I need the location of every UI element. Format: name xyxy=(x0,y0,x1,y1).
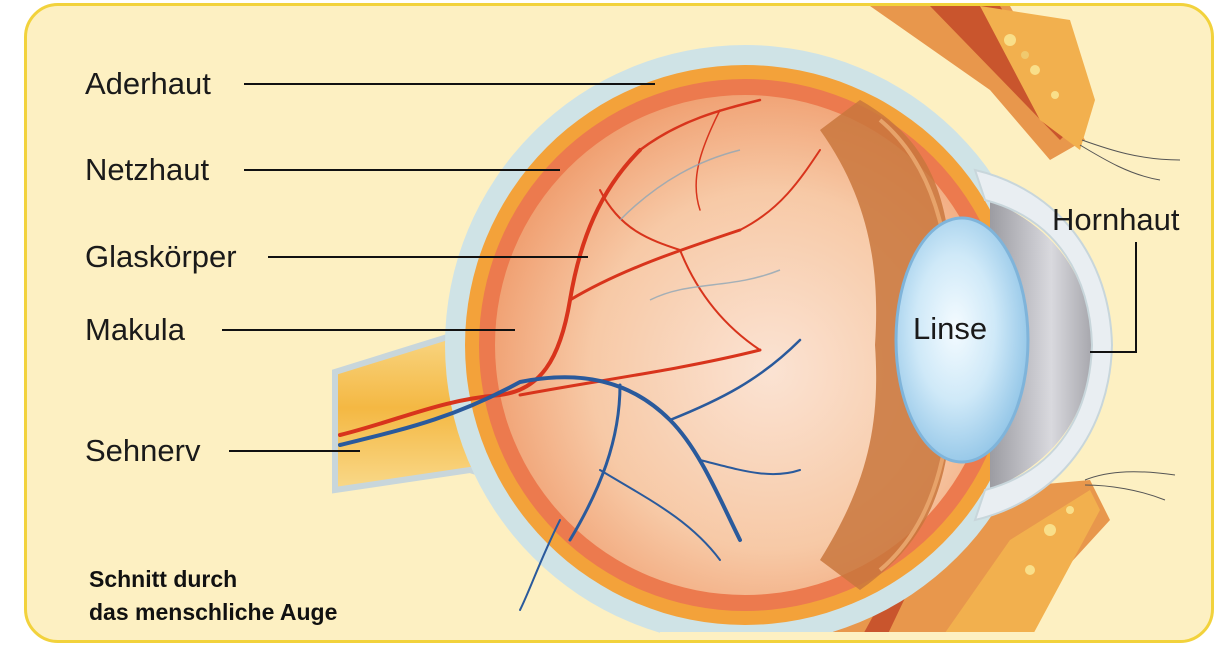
label-makula: Makula xyxy=(85,314,185,345)
caption-line-2: das menschliche Auge xyxy=(89,596,337,629)
diagram-caption: Schnitt durch das menschliche Auge xyxy=(89,563,337,629)
label-aderhaut: Aderhaut xyxy=(85,68,211,99)
label-hornhaut: Hornhaut xyxy=(1052,204,1180,235)
caption-line-1: Schnitt durch xyxy=(89,563,337,596)
label-netzhaut: Netzhaut xyxy=(85,154,209,185)
label-linse: Linse xyxy=(913,313,987,344)
label-sehnerv: Sehnerv xyxy=(85,435,200,466)
label-glaskoerper: Glaskörper xyxy=(85,241,237,272)
